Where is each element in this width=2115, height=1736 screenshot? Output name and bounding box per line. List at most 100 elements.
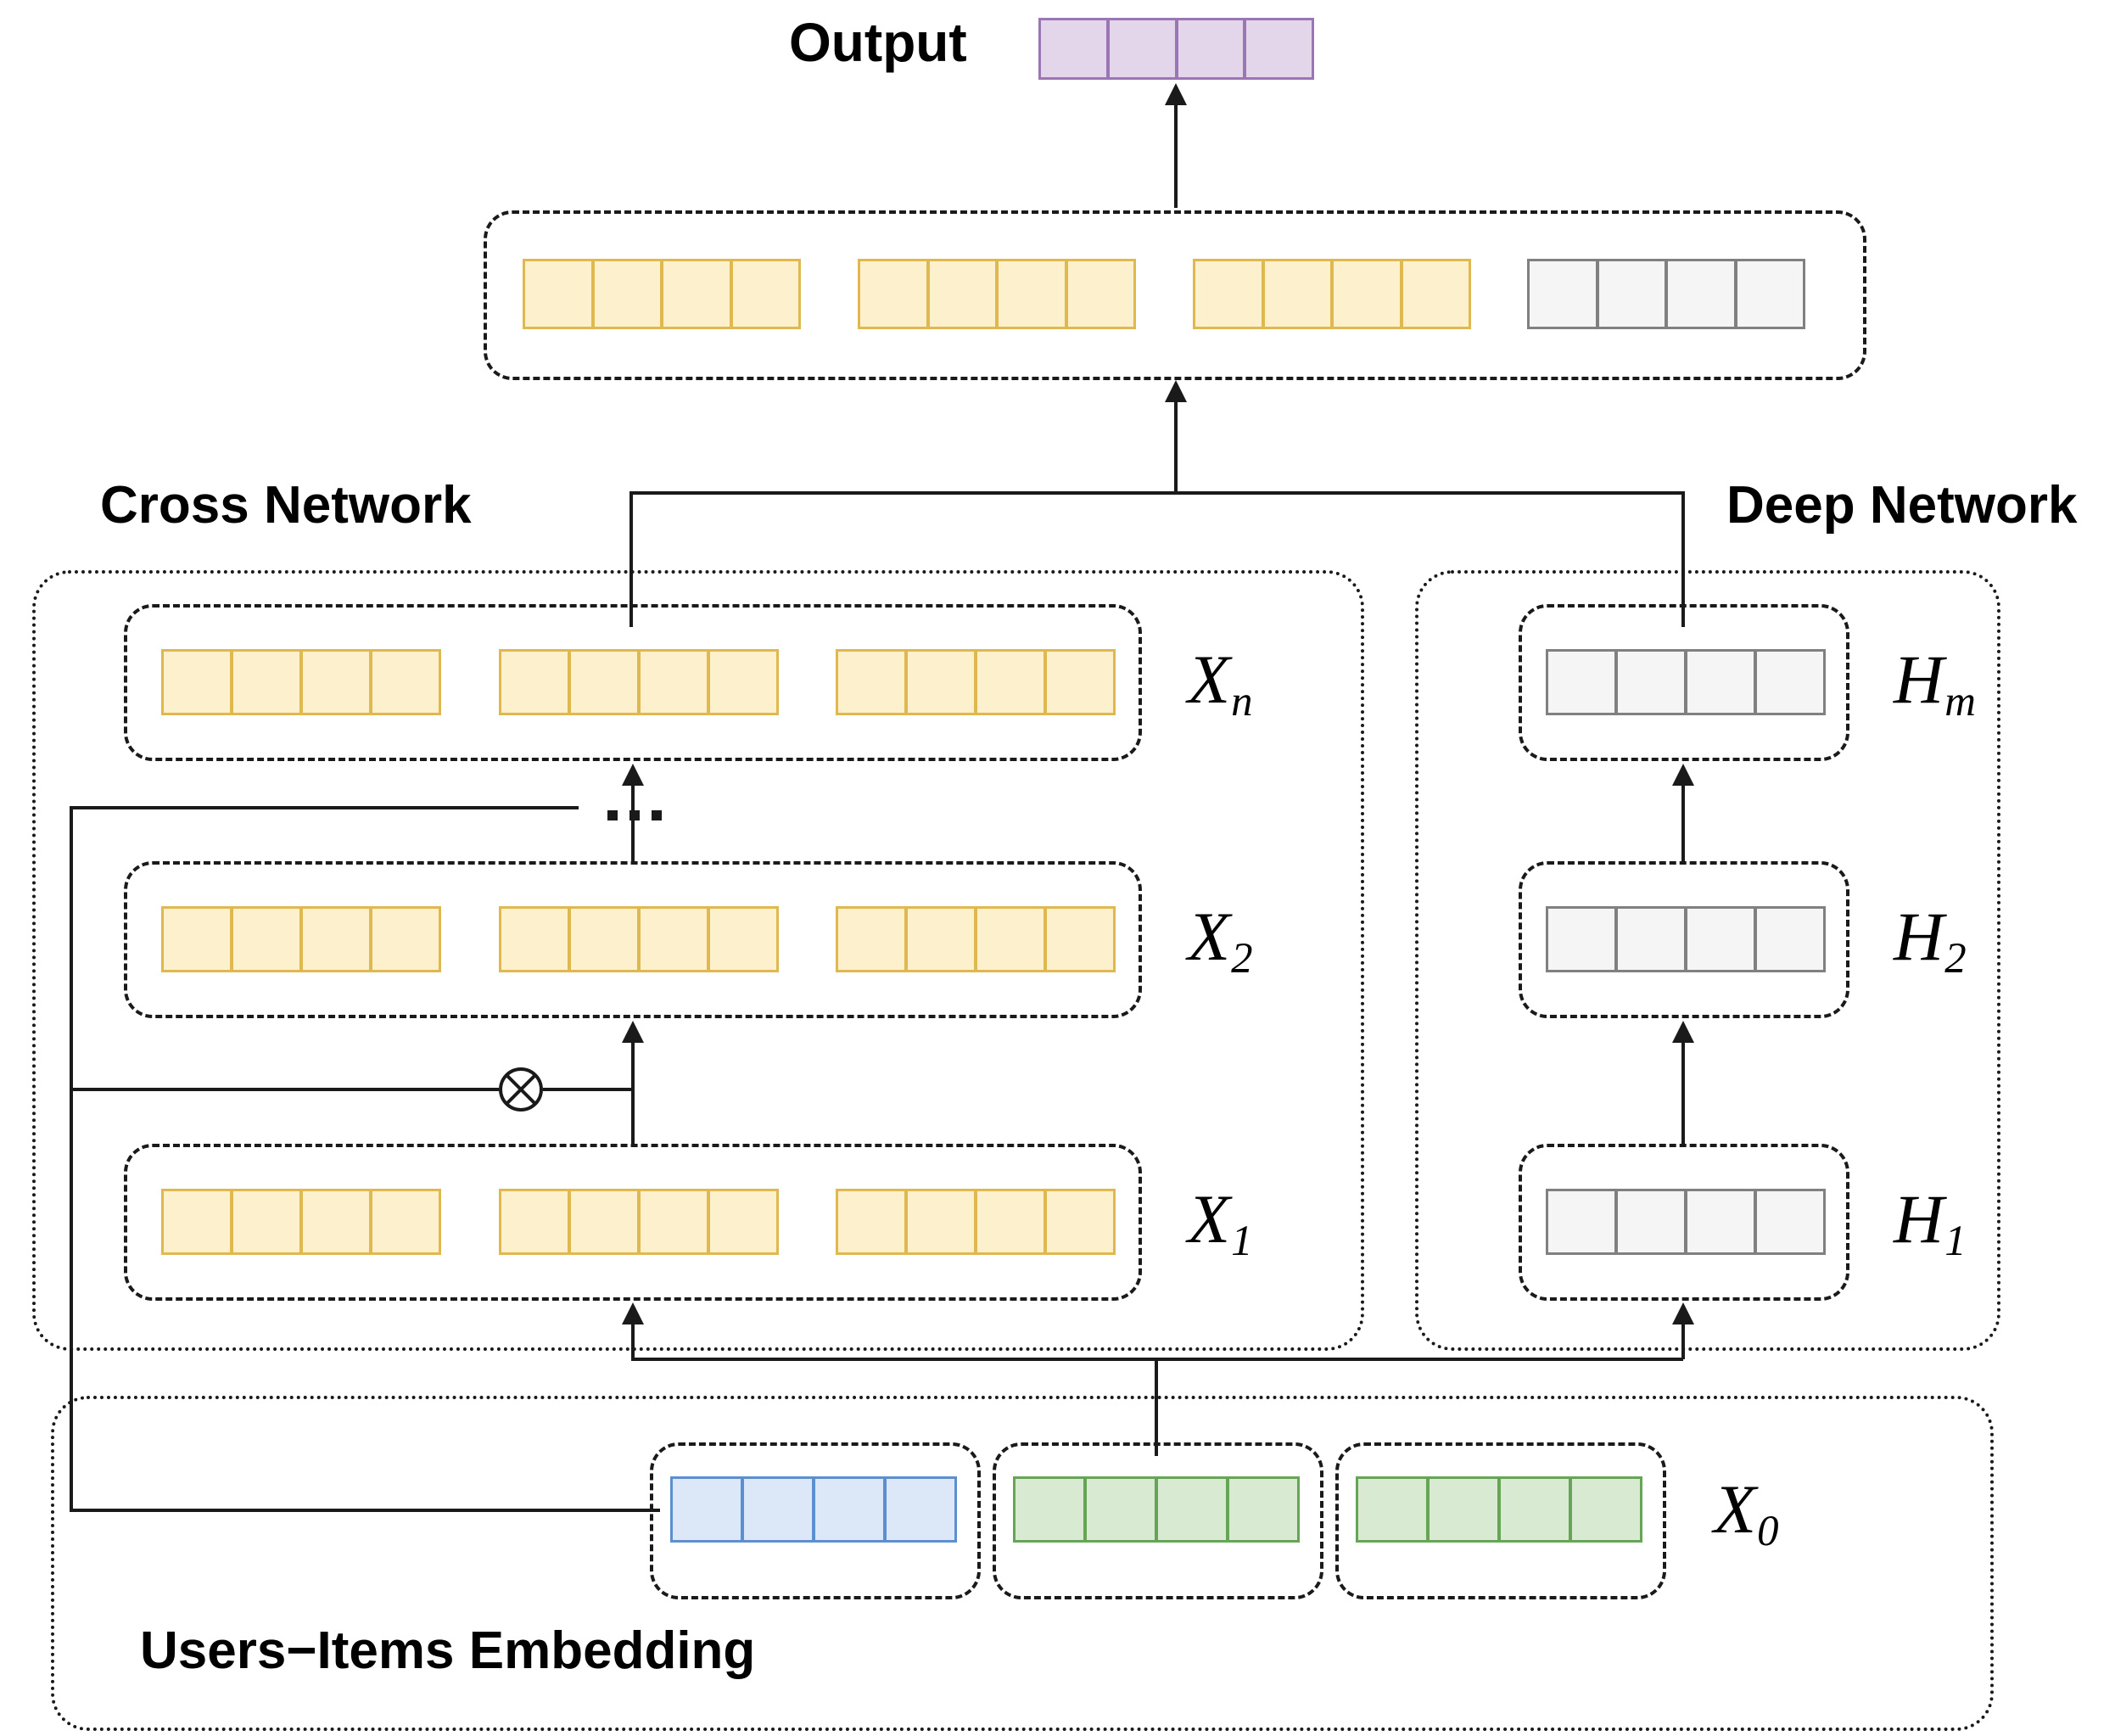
cross-product-operator-icon bbox=[499, 1067, 543, 1112]
deep-layer-h1-box bbox=[1519, 1144, 1849, 1301]
vector-cell bbox=[569, 1189, 639, 1255]
vector-cell bbox=[1499, 1476, 1570, 1543]
edge-embedding-to-x1 bbox=[631, 1324, 635, 1359]
edge-merge-to-concat bbox=[1174, 399, 1178, 495]
vector-cell bbox=[301, 649, 371, 715]
vector-cell bbox=[836, 1189, 906, 1255]
residual-feed-to-otimes bbox=[70, 1088, 499, 1091]
cross-x2-label: X2 bbox=[1188, 902, 1253, 980]
arrowhead-merge-to-concat bbox=[1165, 380, 1187, 402]
vector-cell bbox=[997, 259, 1066, 329]
deep-h1-label-base: H bbox=[1894, 1180, 1944, 1257]
deep-h2-label-sub: 2 bbox=[1944, 934, 1967, 983]
edge-deepnet-up bbox=[1681, 491, 1685, 627]
deep-h2-label: H2 bbox=[1894, 902, 1967, 980]
cross-xn-label: Xn bbox=[1188, 645, 1253, 723]
cross-x1-label-base: X bbox=[1188, 1180, 1231, 1257]
vector-cell bbox=[730, 259, 801, 329]
vector-cell bbox=[1066, 259, 1136, 329]
cross-xn-block-2 bbox=[499, 649, 779, 715]
vector-cell bbox=[708, 906, 779, 972]
vector-cell bbox=[906, 1189, 976, 1255]
vector-cell bbox=[1045, 1189, 1116, 1255]
vector-cell bbox=[976, 649, 1045, 715]
deep-hm-block bbox=[1546, 649, 1826, 715]
vector-cell bbox=[1755, 649, 1826, 715]
deep-h1-label-sub: 1 bbox=[1944, 1217, 1967, 1265]
deep-network-title: Deep Network bbox=[1726, 476, 2078, 535]
vector-cell bbox=[836, 649, 906, 715]
vector-cell bbox=[639, 1189, 708, 1255]
vector-cell bbox=[1686, 906, 1755, 972]
vector-cell bbox=[1570, 1476, 1642, 1543]
vector-cell bbox=[1546, 1189, 1616, 1255]
deep-h1-block bbox=[1546, 1189, 1826, 1255]
edge-concat-to-output bbox=[1174, 102, 1178, 208]
vector-cell bbox=[1038, 18, 1108, 80]
vector-cell bbox=[1616, 649, 1686, 715]
deep-layer-h2-box bbox=[1519, 861, 1849, 1018]
vector-cell bbox=[1045, 906, 1116, 972]
edge-h1-to-h2 bbox=[1681, 1042, 1685, 1144]
residual-skip-vertical bbox=[70, 806, 73, 1510]
vector-cell bbox=[1013, 1476, 1085, 1543]
vector-cell bbox=[885, 1476, 957, 1543]
cross-layers-ellipsis bbox=[607, 810, 662, 820]
embedding-item-block-1 bbox=[1013, 1476, 1300, 1543]
vector-cell bbox=[1045, 649, 1116, 715]
edge-h2-to-hm bbox=[1681, 785, 1685, 861]
output-vector bbox=[1038, 18, 1314, 80]
vector-cell bbox=[1546, 649, 1616, 715]
residual-skip-top-horizontal bbox=[70, 806, 579, 809]
concat-block-cross-3 bbox=[1193, 259, 1471, 329]
vector-cell bbox=[499, 906, 569, 972]
embedding-title: Users−Items Embedding bbox=[140, 1621, 756, 1680]
cross-x2-label-sub: 2 bbox=[1231, 934, 1253, 983]
vector-cell bbox=[927, 259, 997, 329]
cross-xn-label-base: X bbox=[1188, 641, 1231, 718]
embedding-user-block bbox=[670, 1476, 957, 1543]
vector-cell bbox=[301, 1189, 371, 1255]
cross-xn-label-sub: n bbox=[1231, 677, 1253, 725]
vector-cell bbox=[1245, 18, 1314, 80]
vector-cell bbox=[1176, 18, 1245, 80]
vector-cell bbox=[1755, 906, 1826, 972]
vector-cell bbox=[1228, 1476, 1300, 1543]
deep-h1-label: H1 bbox=[1894, 1184, 1967, 1263]
deep-hm-label: Hm bbox=[1894, 645, 1976, 723]
deep-h2-label-base: H bbox=[1894, 898, 1944, 975]
arrowhead-h1-to-h2 bbox=[1672, 1021, 1694, 1043]
vector-cell bbox=[592, 259, 662, 329]
concat-block-cross-1 bbox=[523, 259, 801, 329]
vector-cell bbox=[976, 1189, 1045, 1255]
concat-block-deep bbox=[1527, 259, 1805, 329]
arrowhead-h2-to-hm bbox=[1672, 764, 1694, 786]
vector-cell bbox=[499, 649, 569, 715]
concat-block-cross-2 bbox=[858, 259, 1136, 329]
vector-cell bbox=[232, 906, 301, 972]
vector-cell bbox=[1332, 259, 1402, 329]
edge-embedding-to-h1 bbox=[1681, 1324, 1685, 1359]
cross-x2-label-base: X bbox=[1188, 898, 1231, 975]
edge-crossnet-up bbox=[629, 491, 633, 627]
cross-x2-block-2 bbox=[499, 906, 779, 972]
deep-hm-label-sub: m bbox=[1944, 677, 1976, 725]
cross-layer-x1-box bbox=[124, 1144, 1142, 1301]
cross-x1-block-1 bbox=[161, 1189, 441, 1255]
deep-hm-label-base: H bbox=[1894, 641, 1944, 718]
vector-cell bbox=[1666, 259, 1736, 329]
embedding-field-box-item-2 bbox=[1335, 1442, 1666, 1599]
otimes-output-horizontal bbox=[543, 1088, 633, 1091]
arrowhead-embedding-to-x1 bbox=[622, 1302, 644, 1324]
vector-cell bbox=[1085, 1476, 1156, 1543]
vector-cell bbox=[814, 1476, 885, 1543]
vector-cell bbox=[232, 1189, 301, 1255]
vector-cell bbox=[976, 906, 1045, 972]
vector-cell bbox=[1735, 259, 1805, 329]
cross-network-title: Cross Network bbox=[100, 476, 472, 535]
vector-cell bbox=[1428, 1476, 1499, 1543]
vector-cell bbox=[836, 906, 906, 972]
embedding-field-box-user bbox=[650, 1442, 981, 1599]
vector-cell bbox=[161, 649, 232, 715]
